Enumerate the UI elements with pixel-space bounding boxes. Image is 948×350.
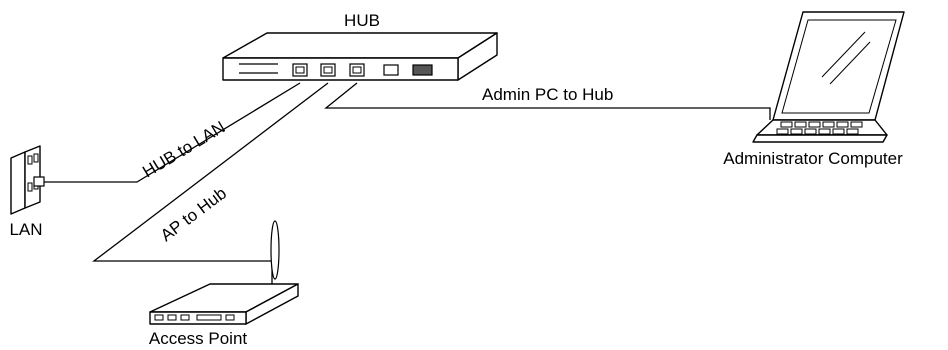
hub-to-lan-label: HUB to LAN: [139, 117, 228, 181]
hub-label: HUB: [344, 11, 380, 30]
lan-label: LAN: [9, 220, 42, 239]
network-hub-icon: [222, 32, 498, 81]
admin-to-hub-label: Admin PC to Hub: [482, 85, 613, 104]
ap-to-hub-label: AP to Hub: [157, 184, 230, 246]
access-point-label: Access Point: [149, 329, 248, 348]
laptop-icon: [752, 11, 905, 143]
wireless-access-point-icon: [149, 220, 299, 325]
cable-ap-to-hub: [92, 82, 329, 284]
wall-jack-icon: [10, 145, 45, 215]
admin-computer-label: Administrator Computer: [723, 149, 903, 168]
cable-hub-to-lan: [44, 82, 301, 183]
cable-admin-to-hub: [324, 82, 771, 120]
